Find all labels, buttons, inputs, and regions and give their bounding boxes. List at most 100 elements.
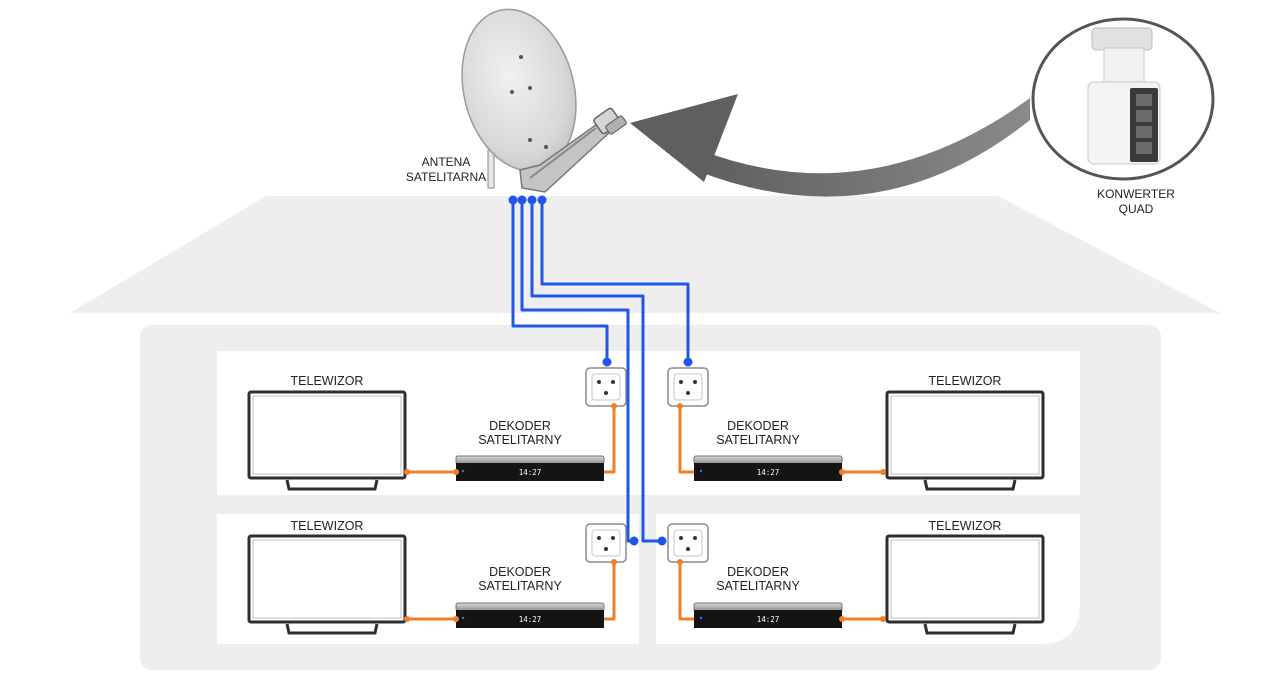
- cable-connector: [453, 469, 459, 475]
- decoder-cables: [404, 559, 617, 622]
- tv-inner-frame: [252, 539, 402, 619]
- decoder-clock: 14:27: [757, 468, 780, 477]
- decoder-front: [694, 463, 842, 481]
- socket-hole: [693, 380, 697, 384]
- decoder-front: [456, 463, 604, 481]
- house-roof: [70, 196, 1220, 313]
- cable-connector: [839, 469, 845, 475]
- socket-plate: [585, 367, 627, 407]
- television: TELEWIZOR: [885, 374, 1045, 491]
- dish-mast: [487, 149, 495, 189]
- cable-connector: [839, 616, 845, 622]
- cable-connector: [677, 559, 683, 565]
- socket-to-decoder-cable: [678, 406, 694, 474]
- satellite-dish: ANTENA SATELITARNA: [406, 8, 627, 193]
- dish-arm-rib: [529, 127, 597, 179]
- coax-cable-top-right: [540, 200, 690, 362]
- socket-to-decoder-cable: [604, 562, 616, 621]
- decoder-label-line2: SATELITARNY: [478, 579, 562, 593]
- tv-stand: [923, 479, 1017, 491]
- socket-to-decoder-cable: [604, 406, 616, 474]
- converter-neck: [1103, 47, 1145, 87]
- tv-inner-frame: [890, 395, 1040, 475]
- decoder-clock: 14:27: [519, 615, 542, 624]
- television: TELEWIZOR: [247, 374, 407, 491]
- wall-socket: [585, 523, 627, 563]
- socket-inner: [673, 529, 703, 557]
- tv-stand: [923, 623, 1017, 635]
- coax-connector: [629, 536, 639, 546]
- cable-connector: [677, 403, 683, 409]
- dish-bolt: [528, 138, 532, 142]
- converter-arrow: [630, 94, 1030, 197]
- television: TELEWIZOR: [885, 519, 1045, 635]
- arrow-shaft: [700, 98, 1030, 197]
- arrow-head: [630, 94, 738, 182]
- socket-hole: [686, 391, 690, 395]
- socket-inner: [591, 373, 621, 401]
- coax-cable-top-left: [511, 200, 609, 362]
- decoder-led: [461, 469, 465, 473]
- tv-inner-frame: [252, 395, 402, 475]
- socket-hole: [679, 536, 683, 540]
- converter-label-line1: KONWERTER: [1097, 187, 1175, 201]
- cable-connector: [880, 469, 886, 475]
- decoder-label-line1: DEKODER: [489, 419, 551, 433]
- tv-label: TELEWIZOR: [929, 374, 1002, 388]
- decoder-label-line1: DEKODER: [727, 419, 789, 433]
- converter-port: [1136, 94, 1152, 106]
- cable-connector: [611, 559, 617, 565]
- socket-to-decoder-cable: [678, 562, 694, 621]
- socket-hole: [597, 536, 601, 540]
- decoder-clock: 14:27: [757, 615, 780, 624]
- socket-inner: [591, 529, 621, 557]
- converter-port: [1136, 142, 1152, 154]
- decoder-front: [456, 610, 604, 628]
- socket-hole: [679, 380, 683, 384]
- converter-label-line2: QUAD: [1119, 202, 1154, 216]
- wall-socket: [667, 367, 709, 407]
- socket-hole: [693, 536, 697, 540]
- socket-inner: [673, 373, 703, 401]
- socket-hole: [604, 391, 608, 395]
- cable-connector: [453, 616, 459, 622]
- socket-hole: [604, 547, 608, 551]
- decoder-cables: [677, 403, 886, 475]
- decoder-clock: 14:27: [519, 468, 542, 477]
- coax-connector: [602, 357, 612, 367]
- tv-label: TELEWIZOR: [929, 519, 1002, 533]
- coax-connector: [508, 195, 518, 205]
- decoder-label-line2: SATELITARNY: [716, 579, 800, 593]
- socket-hole: [611, 536, 615, 540]
- socket-plate: [667, 367, 709, 407]
- coax-connector: [657, 536, 667, 546]
- cable-connector: [404, 469, 410, 475]
- decoder-label-line1: DEKODER: [489, 565, 551, 579]
- decoder-cables: [677, 559, 886, 622]
- dish-bolt: [510, 90, 514, 94]
- dish-bolt: [528, 86, 532, 90]
- house: [70, 196, 1220, 670]
- decoder-label-line1: DEKODER: [727, 565, 789, 579]
- decoder-front: [694, 610, 842, 628]
- television: TELEWIZOR: [247, 519, 407, 635]
- dish-bolt: [519, 55, 523, 59]
- dish-bolt: [544, 145, 548, 149]
- quad-converter: KONWERTER QUAD: [1031, 17, 1215, 216]
- decoder-led: [699, 616, 703, 620]
- decoder-top: [455, 455, 605, 465]
- coax-connector: [683, 357, 693, 367]
- coax-cable-bottom-right: [530, 200, 664, 543]
- decoder-top: [693, 602, 843, 612]
- rooms: TELEWIZOR14:27DEKODERSATELITARNYTELEWIZO…: [247, 367, 1045, 635]
- antenna-label-line2: SATELITARNA: [406, 170, 486, 184]
- wall-socket: [585, 367, 627, 407]
- tv-inner-frame: [890, 539, 1040, 619]
- tv-stand: [285, 623, 379, 635]
